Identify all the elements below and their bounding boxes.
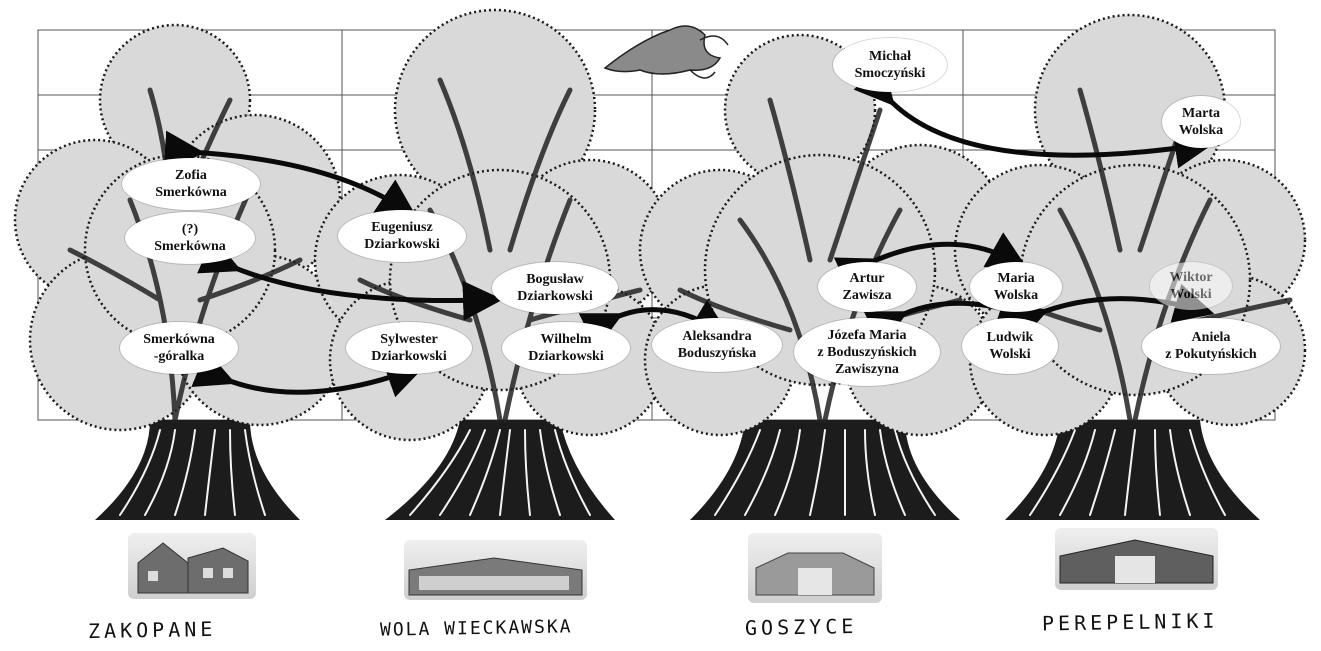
person-wiktor-wolski: Wiktor Wolski	[1150, 262, 1232, 310]
person-aniela-pokutynskich: Aniela z Pokutyńskich	[1142, 318, 1280, 374]
person-smerkowna-goralka: Smerkówna -góralka	[120, 322, 238, 374]
house-photo-wola-wieckawska	[404, 540, 587, 600]
tree-zakopane	[15, 25, 345, 520]
house-perepelniki-icon	[1055, 528, 1218, 590]
person-ludwik-wolski: Ludwik Wolski	[962, 318, 1058, 374]
person-smerkowna: (?) Smerkówna	[125, 212, 255, 264]
tree-wola-wieckawska	[315, 10, 670, 520]
place-label-wola-wieckawska: WOLA WIECKAWSKA	[380, 616, 573, 640]
person-artur-zawisza: Artur Zawisza	[818, 262, 916, 312]
place-label-perepelniki: PEREPELNIKI	[1042, 608, 1219, 635]
person-wilhelm-dziarkowski: Wilhelm Dziarkowski	[502, 322, 630, 374]
house-wola-wieckawska-icon	[404, 540, 587, 600]
house-photo-zakopane	[128, 533, 256, 599]
person-eugeniusz-dziarkowski: Eugeniusz Dziarkowski	[338, 210, 466, 262]
house-photo-goszyce	[748, 533, 882, 603]
person-sylwester-dziarkowski: Sylwester Dziarkowski	[346, 322, 472, 374]
house-goszyce-icon	[748, 533, 882, 603]
person-zofia-smerkowna: Zofia Smerkówna	[122, 158, 260, 210]
person-michal-smoczynski: Michał Smoczyński	[833, 38, 947, 92]
person-aleksandra-boduszynska: Aleksandra Boduszyńska	[652, 318, 782, 372]
place-label-zakopane: ZAKOPANE	[88, 617, 217, 643]
place-label-goszyce: GOSZYCE	[745, 614, 858, 640]
house-photo-perepelniki	[1055, 528, 1218, 590]
person-maria-wolska: Maria Wolska	[970, 262, 1062, 312]
person-marta-wolska: Marta Wolska	[1162, 96, 1240, 148]
house-zakopane-icon	[128, 533, 256, 599]
person-jozefa-maria-zawiszyna: Józefa Maria z Boduszyńskich Zawiszyna	[794, 318, 940, 386]
person-boguslaw-dziarkowski: Bogusław Dziarkowski	[492, 262, 618, 314]
flying-figure-sketch	[605, 26, 728, 78]
